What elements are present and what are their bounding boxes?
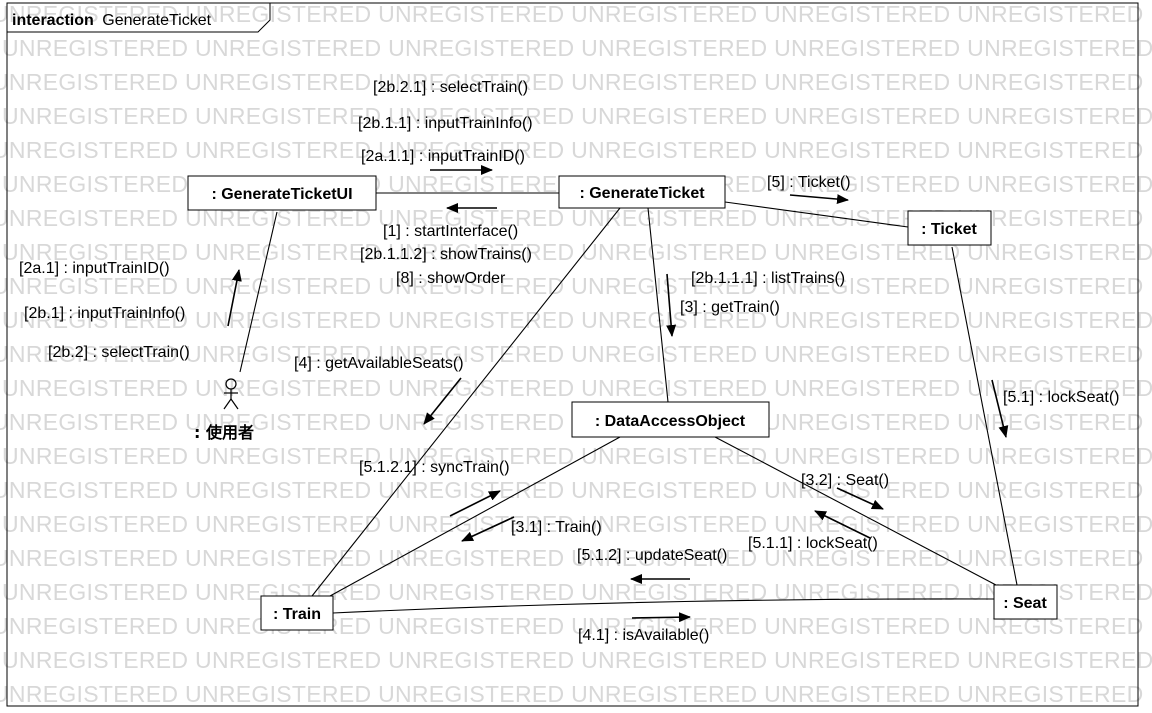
- watermark-row: UNREGISTERED UNREGISTERED UNREGISTERED U…: [0, 341, 1152, 367]
- node-label: : GenerateTicketUI: [211, 186, 352, 203]
- message-label: [2a.1] : inputTrainID(): [19, 260, 170, 277]
- link-generateticket-dao: [647, 207, 669, 403]
- watermark-row: UNREGISTERED UNREGISTERED UNREGISTERED U…: [0, 681, 1152, 707]
- watermark-row: UNREGISTERED UNREGISTERED UNREGISTERED U…: [2, 443, 1152, 469]
- message-label: [2a.1.1] : inputTrainID(): [361, 148, 525, 165]
- message-label: [5.1.2.1] : syncTrain(): [359, 459, 510, 476]
- node-generate-ticket[interactable]: : GenerateTicket: [558, 175, 726, 209]
- watermark-row: UNREGISTERED UNREGISTERED UNREGISTERED U…: [0, 273, 1152, 299]
- watermark-row: UNREGISTERED UNREGISTERED UNREGISTERED U…: [0, 613, 1152, 639]
- link-generateticket-train: [311, 207, 621, 597]
- arrow-to-ticket: [789, 194, 849, 205]
- message-label: [2b.1.1.1] : listTrains(): [691, 270, 845, 287]
- link-dao-seat: [714, 436, 997, 586]
- message-label: [2b.1.1] : inputTrainInfo(): [358, 115, 533, 132]
- actor-user[interactable]: : 使用者: [194, 378, 254, 442]
- arrow-to-dao: [666, 273, 677, 337]
- frame-title: interaction GenerateTicket: [12, 12, 212, 29]
- watermark-row: UNREGISTERED UNREGISTERED UNREGISTERED U…: [0, 1, 1152, 27]
- link-actor-ui: [239, 211, 278, 373]
- node-data-access-object[interactable]: : DataAccessObject: [571, 401, 770, 438]
- link-train-seat: [332, 598, 995, 614]
- node-label: : GenerateTicket: [579, 185, 705, 202]
- arrow-train-to-dao: [449, 490, 501, 517]
- message-label: [4.1] : isAvailable(): [578, 627, 709, 644]
- message-label: [2b.1.1.2] : showTrains(): [360, 246, 532, 263]
- message-label: [5.1.1] : lockSeat(): [748, 535, 878, 552]
- watermark-row: UNREGISTERED UNREGISTERED UNREGISTERED U…: [2, 35, 1152, 61]
- message-label: [5] : Ticket(): [767, 174, 851, 191]
- watermark-row: UNREGISTERED UNREGISTERED UNREGISTERED U…: [2, 307, 1152, 333]
- arrow-seat-to-dao: [814, 510, 871, 539]
- watermark-row: UNREGISTERED UNREGISTERED UNREGISTERED U…: [2, 375, 1152, 401]
- watermark-row: UNREGISTERED UNREGISTERED UNREGISTERED U…: [0, 137, 1152, 163]
- message-label: [5.1] : lockSeat(): [1003, 389, 1120, 406]
- watermark-row: UNREGISTERED UNREGISTERED UNREGISTERED U…: [2, 511, 1152, 537]
- arrow-isavailable: [631, 612, 691, 623]
- frame-keyword: interaction: [12, 12, 94, 29]
- message-label: [2b.2] : selectTrain(): [48, 344, 190, 361]
- message-label: [8] : showOrder: [396, 270, 506, 287]
- arrow-actor-to-ui: [227, 269, 242, 327]
- message-label: [3.1] : Train(): [511, 519, 602, 536]
- message-label: [2b.1] : inputTrainInfo(): [24, 305, 185, 322]
- arrow-to-train: [423, 377, 462, 425]
- watermark-row: UNREGISTERED UNREGISTERED UNREGISTERED U…: [0, 545, 1152, 571]
- frame-title-tab: [7, 2, 271, 33]
- node-train[interactable]: : Train: [260, 595, 334, 631]
- link-dao-train: [329, 436, 621, 597]
- message-label: [3] : getTrain(): [680, 299, 780, 316]
- node-seat[interactable]: : Seat: [993, 584, 1058, 620]
- watermark-row: UNREGISTERED UNREGISTERED UNREGISTERED U…: [2, 103, 1152, 129]
- arrow-dao-to-seat: [836, 487, 884, 510]
- stick-figure-icon: [223, 378, 239, 410]
- watermark-row: UNREGISTERED UNREGISTERED UNREGISTERED U…: [2, 647, 1152, 673]
- frame-name: GenerateTicket: [102, 12, 211, 29]
- arrow-dao-to-train: [461, 516, 515, 542]
- message-label: [1] : startInterface(): [383, 223, 518, 240]
- node-label: : DataAccessObject: [595, 413, 746, 430]
- message-labels: [2b.2.1] : selectTrain() [2b.1.1] : inpu…: [19, 79, 1120, 644]
- message-label: [5.1.2] : updateSeat(): [577, 547, 727, 564]
- watermark-row: UNREGISTERED UNREGISTERED UNREGISTERED U…: [2, 579, 1152, 605]
- node-generate-ticket-ui[interactable]: : GenerateTicketUI: [187, 175, 377, 211]
- message-arrows: [227, 165, 1009, 623]
- node-label: : Train: [273, 606, 321, 623]
- interaction-frame: [6, 2, 1139, 707]
- node-label: : Ticket: [921, 221, 977, 238]
- actor-label: : 使用者: [194, 423, 254, 442]
- arrow-ticket-to-seat: [991, 379, 1009, 438]
- link-generateticket-ticket: [724, 201, 909, 228]
- node-label: : Seat: [1003, 595, 1047, 612]
- node-ticket[interactable]: : Ticket: [907, 210, 992, 246]
- link-ticket-seat: [951, 246, 1018, 586]
- links: [239, 192, 1018, 614]
- message-label: [3.2] : Seat(): [801, 472, 889, 489]
- watermark-row: UNREGISTERED UNREGISTERED UNREGISTERED U…: [0, 69, 1152, 95]
- message-label: [2b.2.1] : selectTrain(): [373, 79, 528, 96]
- message-label: [4] : getAvailableSeats(): [294, 355, 464, 372]
- watermark-row: UNREGISTERED UNREGISTERED UNREGISTERED U…: [0, 477, 1152, 503]
